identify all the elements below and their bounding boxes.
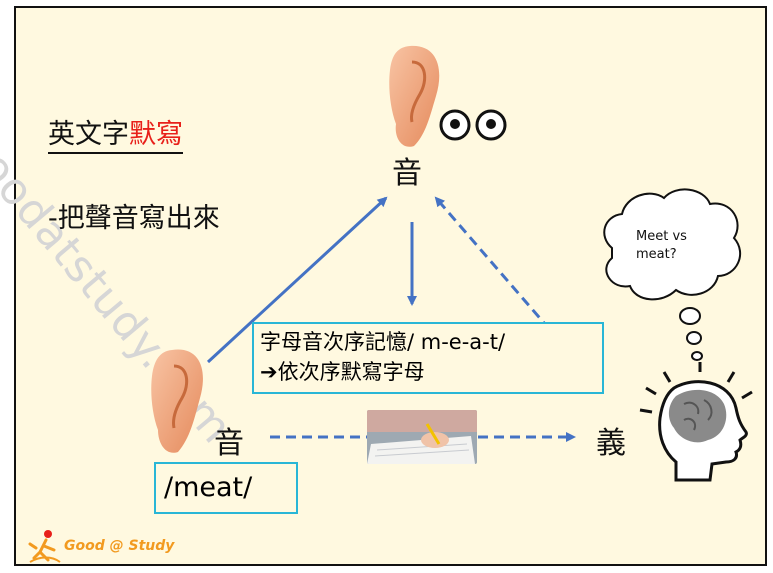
memory-box: 字母音次序記憶/ m-e-a-t/ ➔依次序默寫字母 (252, 322, 604, 394)
eyes-icon (439, 109, 507, 141)
phonetic-text: /meat/ (164, 472, 253, 503)
thought-line-1: Meet vs (636, 229, 687, 244)
left-ear-icon (151, 349, 203, 453)
title-prefix: 英文字 (48, 119, 129, 150)
writing-photo (367, 410, 477, 464)
right-arrow-icon: ➔ (260, 360, 278, 384)
right-node-label: 義 (596, 426, 626, 461)
memory-line-2: ➔依次序默寫字母 (260, 357, 596, 387)
head-brain-icon (639, 362, 753, 482)
left-node-label: 音 (214, 426, 244, 461)
logo-text: Good @ Study (64, 538, 175, 554)
thought-bubble-text: Meet vs meat? (636, 228, 687, 264)
arrow-sound-to-top (206, 196, 388, 364)
subtitle: -把聲音寫出來 (48, 203, 220, 234)
thought-line-2: meat? (636, 247, 677, 262)
memory-line-2-text: 依次序默寫字母 (277, 360, 425, 384)
phonetic-box: /meat/ (154, 462, 298, 514)
page-title: 英文字默寫 (48, 112, 183, 154)
top-ear-icon (389, 45, 440, 147)
title-highlight: 默寫 (129, 119, 183, 150)
arrow-meaning-to-top (434, 196, 604, 391)
thought-bubble (603, 188, 742, 361)
top-node-label: 音 (392, 156, 422, 191)
memory-line-1: 字母音次序記憶/ m-e-a-t/ (260, 330, 506, 354)
logo-runner-icon (28, 530, 61, 563)
